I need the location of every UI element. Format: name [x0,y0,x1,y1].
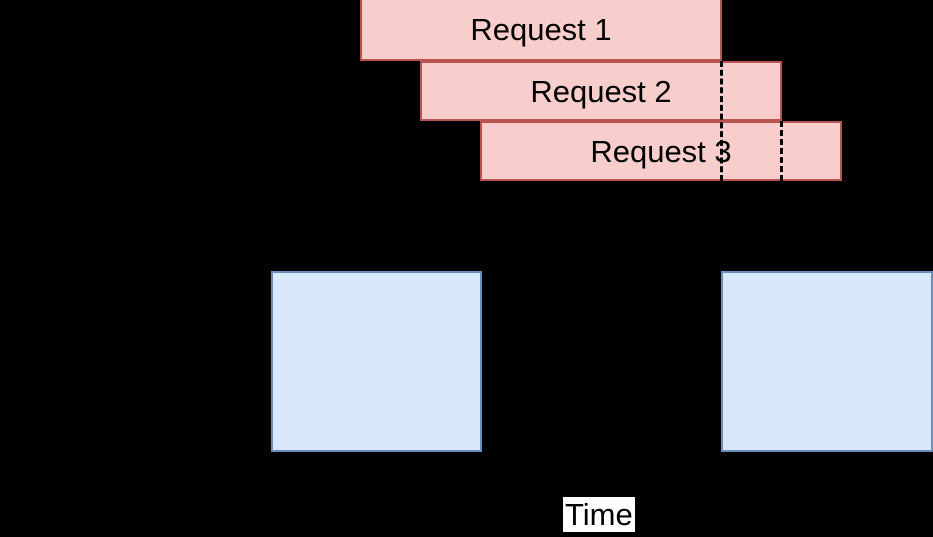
axis-tick-2 [418,267,422,272]
axis-tick-1 [358,267,362,272]
axis-tick-3 [779,267,783,272]
deadline-marker-2-icon [780,121,783,181]
request-bar-3[interactable]: Request 3 [480,121,842,181]
request-bar-1[interactable]: Request 1 [360,0,722,61]
axis-tick-4 [839,267,843,272]
deadline-marker-1-icon [720,61,723,181]
request-bar-2-label: Request 2 [530,73,672,109]
batch-block-1[interactable] [271,271,482,452]
time-axis-label: Time [563,497,635,532]
request-bar-1-label: Request 1 [470,12,612,47]
request-bar-2[interactable]: Request 2 [420,61,782,121]
batch-block-2[interactable] [721,271,933,452]
request-bar-3-label: Request 3 [590,133,732,169]
